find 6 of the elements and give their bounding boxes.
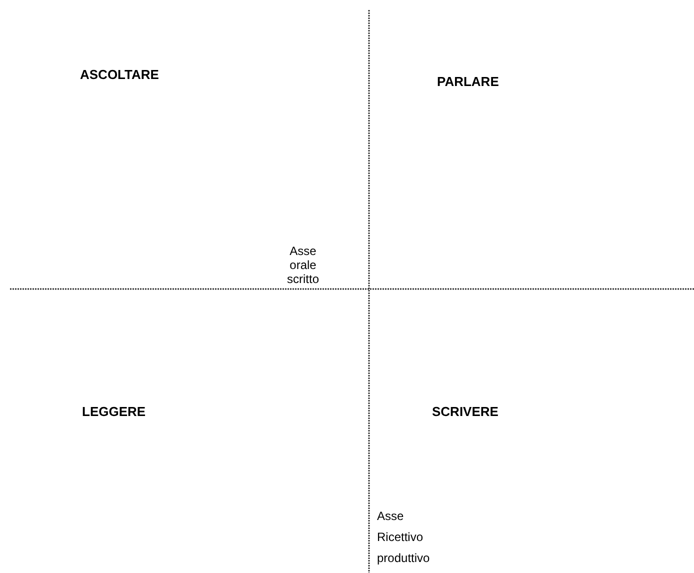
quadrant-label: SCRIVERE	[432, 404, 498, 420]
quadrant-label: LEGGERE	[82, 404, 146, 420]
quadrant-label: PARLARE	[437, 74, 499, 90]
quadrant-label: ASCOLTARE	[80, 67, 159, 83]
axis-label: Asse orale scritto	[287, 244, 320, 286]
axis-label: Asse Ricettivo produttivo	[377, 508, 430, 567]
